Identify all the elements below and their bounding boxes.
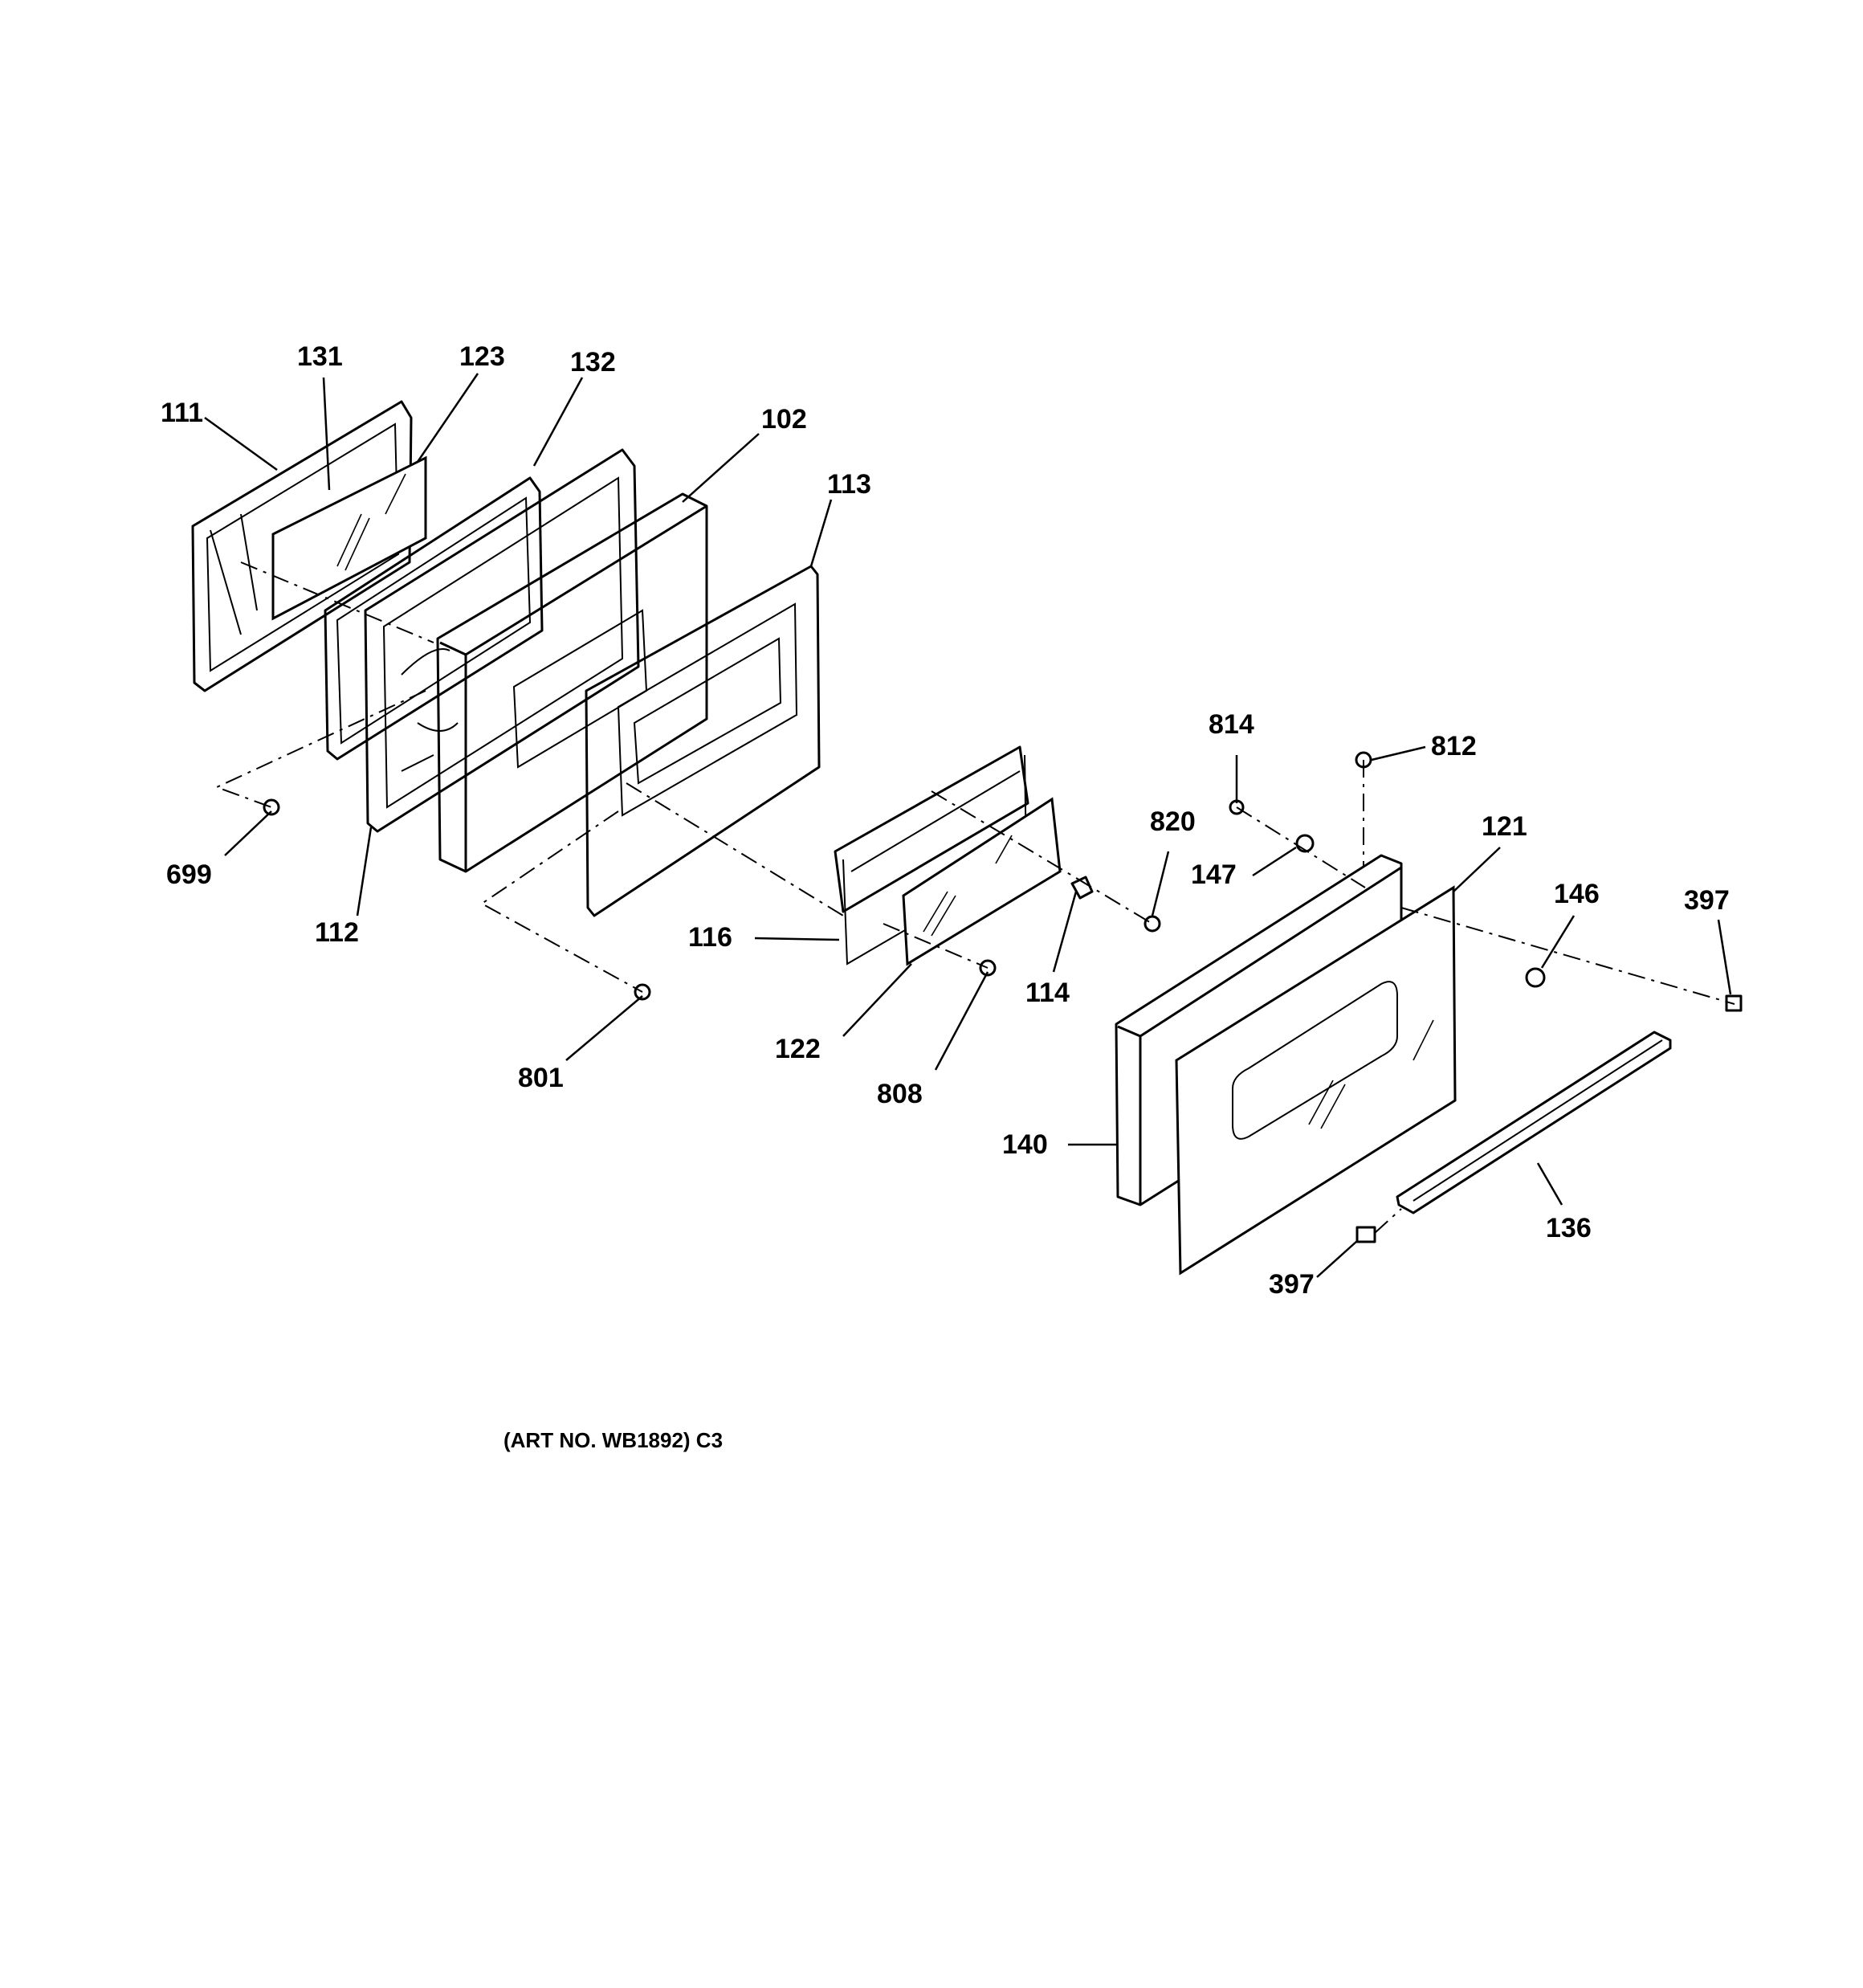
callout-132: 132: [570, 347, 616, 378]
callout-699: 699: [166, 859, 212, 890]
screw-808-icon: [979, 959, 997, 977]
callout-102: 102: [761, 404, 807, 435]
part-123-inner-glass: [271, 455, 427, 621]
part-112-inner-door-frame: [364, 448, 640, 833]
callout-147: 147: [1191, 859, 1237, 890]
callout-140: 140: [1002, 1129, 1048, 1160]
callout-122: 122: [775, 1034, 821, 1064]
callout-121: 121: [1482, 811, 1527, 842]
callout-123: 123: [459, 341, 505, 372]
callout-801: 801: [518, 1063, 564, 1093]
part-111-door-liner: [191, 400, 413, 692]
callout-labels: 111 131 123 132 102 113 699 112 116 801 …: [161, 341, 1730, 1300]
part-132-door-gasket: [324, 476, 544, 761]
callout-113: 113: [827, 469, 871, 500]
callout-111: 111: [161, 398, 203, 428]
callout-812: 812: [1431, 731, 1477, 761]
spacer-146-icon: [1525, 967, 1546, 988]
callout-808: 808: [877, 1079, 923, 1109]
part-102-insulation-box: [436, 492, 708, 873]
assembly-axes: [214, 561, 1735, 1234]
leader-lines: [204, 373, 1732, 1278]
callout-131: 131: [297, 341, 343, 372]
callout-814: 814: [1209, 709, 1254, 740]
part-114-clip: [1070, 876, 1094, 900]
washer-147-icon: [1295, 834, 1315, 853]
callout-820: 820: [1150, 806, 1196, 837]
part-136-handle: [1396, 1031, 1672, 1214]
part-121-outer-glass: [1175, 885, 1457, 1276]
end-cap-397-top-icon: [1725, 994, 1743, 1012]
callout-146: 146: [1554, 879, 1600, 909]
callout-136: 136: [1546, 1213, 1592, 1243]
art-number-caption: (ART NO. WB1892) C3: [503, 1428, 723, 1452]
callout-397-bottom: 397: [1269, 1269, 1315, 1300]
screw-820-icon: [1143, 915, 1161, 933]
callout-112: 112: [315, 917, 359, 948]
part-122-window-glass: [902, 797, 1062, 966]
callout-397-top: 397: [1684, 885, 1730, 916]
screw-699-icon: [263, 798, 280, 816]
callout-116: 116: [688, 922, 732, 953]
screw-801-icon: [634, 983, 651, 1001]
end-cap-397-bottom-icon: [1355, 1226, 1376, 1243]
callout-114: 114: [1025, 978, 1070, 1008]
